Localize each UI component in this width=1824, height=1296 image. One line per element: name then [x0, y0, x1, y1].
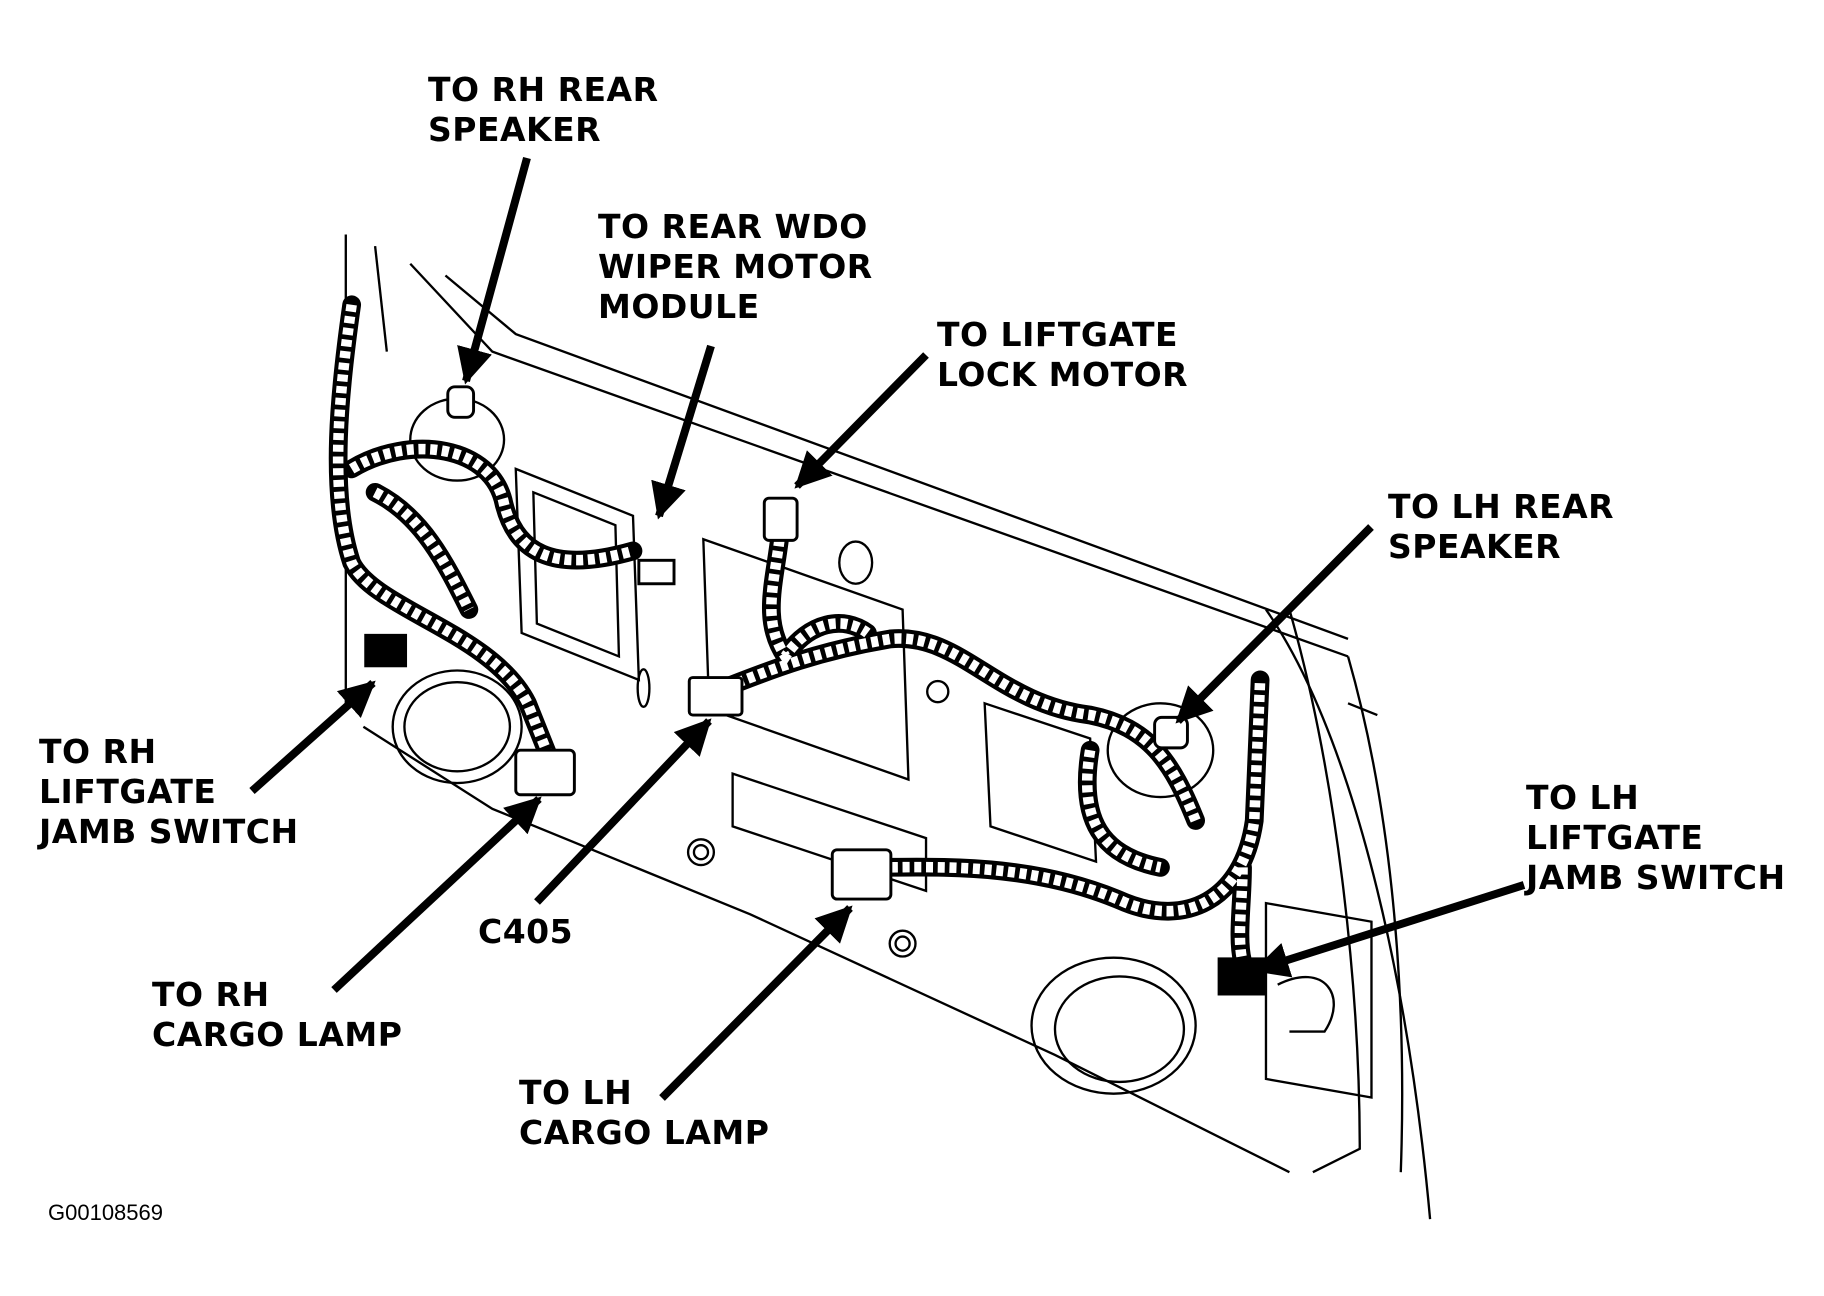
arrow-lock-motor: [794, 352, 929, 489]
label-c405: C405: [478, 912, 573, 952]
label-line: LIFTGATE: [39, 772, 217, 811]
label-line: TO REAR WDO: [598, 207, 868, 246]
arrow-lh-cargo-lamp: [659, 905, 853, 1101]
opening-center: [702, 537, 910, 782]
label-line: TO LH REAR: [1388, 487, 1615, 526]
label-line: CARGO LAMP: [519, 1113, 770, 1152]
label-rear-wdo-wiper-module: TO REAR WDO WIPER MOTOR MODULE: [598, 207, 873, 327]
label-line: TO RH REAR: [428, 70, 659, 109]
connector-rh-jamb: [364, 633, 408, 668]
label-lh-liftgate-jamb-switch: TO LH LIFTGATE JAMB SWITCH: [1526, 778, 1786, 898]
connector-lh-speaker: [1153, 715, 1189, 750]
label-rh-liftgate-jamb-switch: TO RH LIFTGATE JAMB SWITCH: [39, 732, 299, 852]
connector-rh-speaker: [446, 385, 476, 419]
label-line: TO RH: [39, 732, 157, 771]
rh-speaker-hole: [391, 669, 523, 785]
connector-lh-cargo: [830, 848, 893, 901]
arrow-c405: [534, 718, 712, 905]
label-line: SPEAKER: [428, 110, 602, 149]
label-line: MODULE: [598, 287, 760, 326]
figure-id: G00108569: [48, 1200, 163, 1225]
connector-rh-cargo: [514, 748, 576, 797]
arrow-rh-cargo-lamp: [331, 796, 542, 993]
label-liftgate-lock-motor: TO LIFTGATE LOCK MOTOR: [937, 315, 1188, 395]
arrow-lh-jamb-switch: [1252, 881, 1526, 978]
label-line: TO LH: [1526, 778, 1640, 817]
label-line: WIPER MOTOR: [598, 247, 873, 286]
label-rh-rear-speaker: TO RH REAR SPEAKER: [428, 70, 658, 150]
connector-wiper: [637, 558, 676, 586]
label-lh-rear-speaker: TO LH REAR SPEAKER: [1388, 487, 1614, 567]
label-lh-cargo-lamp: TO LH CARGO LAMP: [519, 1073, 769, 1153]
arrow-wiper-module: [651, 344, 715, 520]
connector-lock-motor: [762, 496, 799, 542]
arrow-rh-rear-speaker: [457, 156, 531, 385]
liftgate-panel: [344, 234, 1432, 1220]
wiring-harness: [328, 295, 1270, 996]
arrow-lh-rear-speaker: [1175, 524, 1374, 724]
connector-c405: [687, 676, 744, 717]
label-rh-cargo-lamp: TO RH CARGO LAMP: [152, 975, 402, 1055]
label-line: TO LIFTGATE: [937, 315, 1179, 354]
label-line: SPEAKER: [1388, 527, 1562, 566]
label-line: TO LH: [519, 1073, 633, 1112]
connector-lh-jamb: [1217, 957, 1266, 996]
opening-right: [983, 701, 1098, 864]
label-line: TO RH: [152, 975, 270, 1014]
lh-speaker-hole: [1030, 956, 1197, 1095]
label-line: LIFTGATE: [1526, 818, 1704, 857]
label-line: CARGO LAMP: [152, 1015, 403, 1054]
arrow-rh-jamb-switch: [249, 680, 376, 794]
label-line: LOCK MOTOR: [937, 355, 1189, 394]
label-line: JAMB SWITCH: [39, 812, 299, 851]
callout-arrows: [249, 156, 1526, 1101]
label-line: JAMB SWITCH: [1526, 858, 1786, 897]
label-line: C405: [478, 912, 574, 951]
